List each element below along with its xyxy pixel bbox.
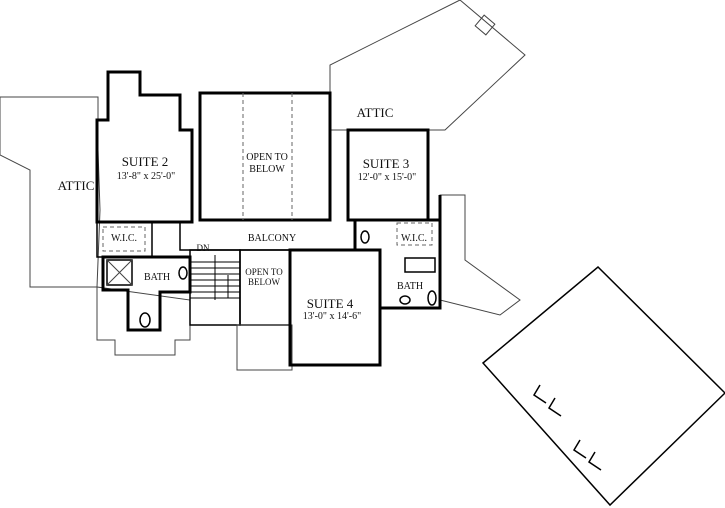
stairs-down-label: DN (197, 243, 210, 253)
attic-left-label: ATTIC (58, 178, 95, 193)
garage-fixtures (532, 384, 602, 471)
balcony-label: BALCONY (248, 233, 296, 244)
chimney (474, 14, 496, 36)
bath-right-label: BATH (397, 281, 423, 292)
bathtub (404, 257, 436, 273)
suite-4-walls (288, 248, 382, 367)
wic-left-shelf (102, 226, 146, 252)
sink-right-2 (399, 295, 411, 305)
wic-right-label: W.I.C. (401, 233, 427, 244)
suite-4-size: 13'-0" x 14'-6" (303, 311, 361, 322)
entry-bay (236, 324, 293, 371)
wic-left-label: W.I.C. (111, 233, 137, 244)
suite-2-walls (95, 70, 194, 224)
toilet-right (427, 290, 437, 306)
shower (106, 259, 133, 286)
sink-left (178, 266, 188, 280)
porch-outline (96, 286, 191, 356)
suite-4-label: SUITE 4 (307, 296, 354, 311)
toilet-left (139, 312, 151, 328)
sink-right (360, 230, 370, 244)
open-to-below-stair-walls (239, 249, 291, 326)
shower-drain (106, 259, 133, 286)
breezeway-outline (439, 194, 521, 316)
stair-treads (190, 255, 240, 300)
attic-top-label: ATTIC (357, 105, 394, 120)
open-to-below-stair-line1: OPEN TO (245, 267, 283, 277)
open-to-below-main-walls (198, 91, 332, 222)
open-to-below-main-line1: OPEN TO (246, 152, 288, 163)
attic-top-outline (329, 0, 526, 131)
suite-3-label: SUITE 3 (363, 156, 410, 171)
suite-2-label: SUITE 2 (122, 154, 169, 169)
open-to-below-stair-line2: BELOW (248, 277, 280, 287)
bath-left-label: BATH (144, 272, 170, 283)
suite-3-size: 12'-0" x 15'-0" (358, 172, 416, 183)
garage-outline (481, 265, 725, 507)
open-to-below-main-line2: BELOW (249, 164, 285, 175)
suite-2-size: 13'-8" x 25'-0" (117, 171, 175, 182)
wic-right-shelf (396, 222, 433, 246)
